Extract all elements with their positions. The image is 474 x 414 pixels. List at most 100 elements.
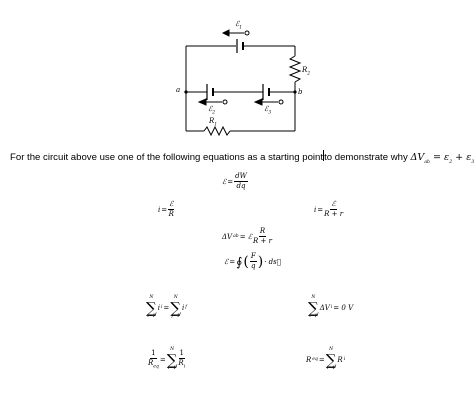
- eq9-lhs-sub: eq: [312, 357, 318, 363]
- question-middle: to demonstrate why: [324, 152, 411, 163]
- eq5-op: =: [229, 257, 236, 266]
- eq3-op: =: [317, 205, 324, 214]
- eq9-var-sub: i: [343, 357, 346, 363]
- eq7-sum: N ∑ i=1: [308, 295, 319, 319]
- resistor-r1: [203, 125, 231, 137]
- eq8-den2-sub: i: [183, 364, 186, 370]
- eq8-fraction-left: 1 Req: [148, 348, 159, 370]
- equation-emf-line-integral[interactable]: ℰ = ∮ ( F q ) · ds⃗: [224, 253, 281, 270]
- eq3-den: R + r: [324, 210, 344, 218]
- eq6-top2: N: [173, 295, 178, 300]
- expr-plus: + ε: [452, 152, 472, 163]
- eq4-den: R + r: [253, 237, 272, 245]
- eq6-sum1: N ∑ i=1: [146, 295, 157, 319]
- eq8-num2: 1: [178, 348, 186, 359]
- eq8-den1: R: [148, 358, 154, 367]
- r2-symbol: R: [302, 66, 308, 74]
- eq3-fraction: ℰ R + r: [324, 201, 343, 218]
- expr-dv-sub: ab: [424, 159, 430, 165]
- eq5-rpar: ): [257, 253, 264, 270]
- emf1-symbol: ℰ: [235, 20, 240, 28]
- emf3-arrow-tail: [278, 99, 284, 105]
- eq5-rest: · ds⃗: [264, 257, 281, 266]
- eq9-bot: i=1: [327, 365, 336, 371]
- question-prefix: For the circuit above use one of the fol…: [10, 152, 324, 163]
- eq7-top: N: [311, 295, 316, 300]
- eq9-op: =: [318, 355, 325, 364]
- emf3-symbol: ℰ: [264, 105, 269, 113]
- eq2-fraction: ℰ R: [168, 200, 175, 218]
- emf1-arrow-tail: [244, 30, 250, 36]
- eq5-lpar: (: [243, 253, 249, 270]
- eq1-den: dq: [236, 182, 246, 190]
- eq4-op: = ℰ: [239, 232, 253, 241]
- eq5-lhs: ℰ: [224, 257, 229, 266]
- eq5-fraction: F q: [249, 252, 257, 270]
- emf1-label: ℰ1: [235, 20, 242, 30]
- equation-current-ohm[interactable]: i = ℰ R: [158, 200, 175, 218]
- expr-sub3: 3: [471, 159, 474, 165]
- eq9-lhs: R: [306, 355, 312, 364]
- r1-subscript: 1: [214, 122, 218, 128]
- r2-label: R2: [302, 66, 310, 76]
- eq8-den1-sub: eq: [153, 364, 159, 370]
- equation-current-internal[interactable]: i = ℰ R + r: [314, 201, 343, 218]
- eq6-var2-sub: f: [185, 305, 187, 311]
- node-b-label: b: [298, 88, 303, 96]
- eq2-op: =: [161, 205, 168, 214]
- eq7-var: ΔV: [319, 303, 330, 312]
- equation-parallel-resistance[interactable]: 1 Req = N ∑ i=1 1 Ri: [148, 347, 186, 371]
- eq6-op: =: [163, 303, 170, 312]
- r1-symbol: R: [209, 117, 215, 125]
- eq7-var-sub: i: [330, 305, 333, 311]
- emf3-arrow-head: [253, 98, 263, 106]
- eq6-sum2: N ∑ f=1: [170, 295, 182, 319]
- eq6-var1: i: [157, 303, 160, 312]
- eq4-fraction: R R + r: [253, 228, 272, 245]
- eq8-num1: 1: [150, 348, 157, 359]
- eq4-lhs: ΔV: [222, 232, 233, 241]
- r2-subscript: 2: [307, 71, 311, 77]
- eq4-lhs-sub: ab: [233, 234, 239, 239]
- emf2-arrow-head: [197, 98, 207, 106]
- eq2-den: R: [168, 210, 174, 218]
- eq7-op: = 0 V: [333, 303, 354, 312]
- expr-rest: = ε: [429, 152, 450, 163]
- eq6-bot1: i=1: [147, 313, 156, 319]
- eq2-num: ℰ: [168, 200, 175, 210]
- eq6-top1: N: [149, 295, 154, 300]
- eq1-lhs: ℰ: [222, 177, 227, 186]
- emf2-arrow-tail: [222, 99, 228, 105]
- eq8-op: =: [159, 355, 166, 364]
- eq9-var: R: [337, 355, 343, 364]
- eq2-lhs: i: [158, 205, 161, 214]
- eq5-den: q: [251, 262, 256, 270]
- emf1-subscript: 1: [239, 25, 243, 31]
- eq9-top: N: [329, 347, 334, 352]
- question-expression: ΔVab = ε2 + ε3.: [410, 152, 474, 165]
- equation-emf-work[interactable]: ℰ = dW dq: [222, 173, 248, 190]
- eq1-fraction: dW dq: [234, 173, 248, 190]
- eq8-bot: i=1: [168, 365, 177, 371]
- eq8-sum: N ∑ i=1: [166, 347, 178, 371]
- circuit-diagram: [184, 29, 302, 137]
- text-cursor: [323, 150, 325, 161]
- eq6-var2: i: [182, 303, 185, 312]
- eq8-fraction-right: 1 Ri: [178, 348, 186, 370]
- eq1-op: =: [227, 177, 234, 186]
- eq6-sigma2-icon: ∑: [170, 298, 182, 317]
- eq4-num: R: [258, 227, 267, 237]
- eq5-integral: ∮: [236, 254, 243, 269]
- eq8-sigma-icon: ∑: [166, 350, 178, 369]
- emf2-label: ℰ2: [208, 105, 215, 115]
- eq3-num: ℰ: [330, 200, 337, 210]
- r1-label: R1: [209, 117, 217, 127]
- eq1-num: dW: [234, 172, 248, 182]
- eq5-num: F: [249, 252, 257, 262]
- emf2-symbol: ℰ: [208, 105, 213, 113]
- expr-sub2: 2: [449, 159, 453, 165]
